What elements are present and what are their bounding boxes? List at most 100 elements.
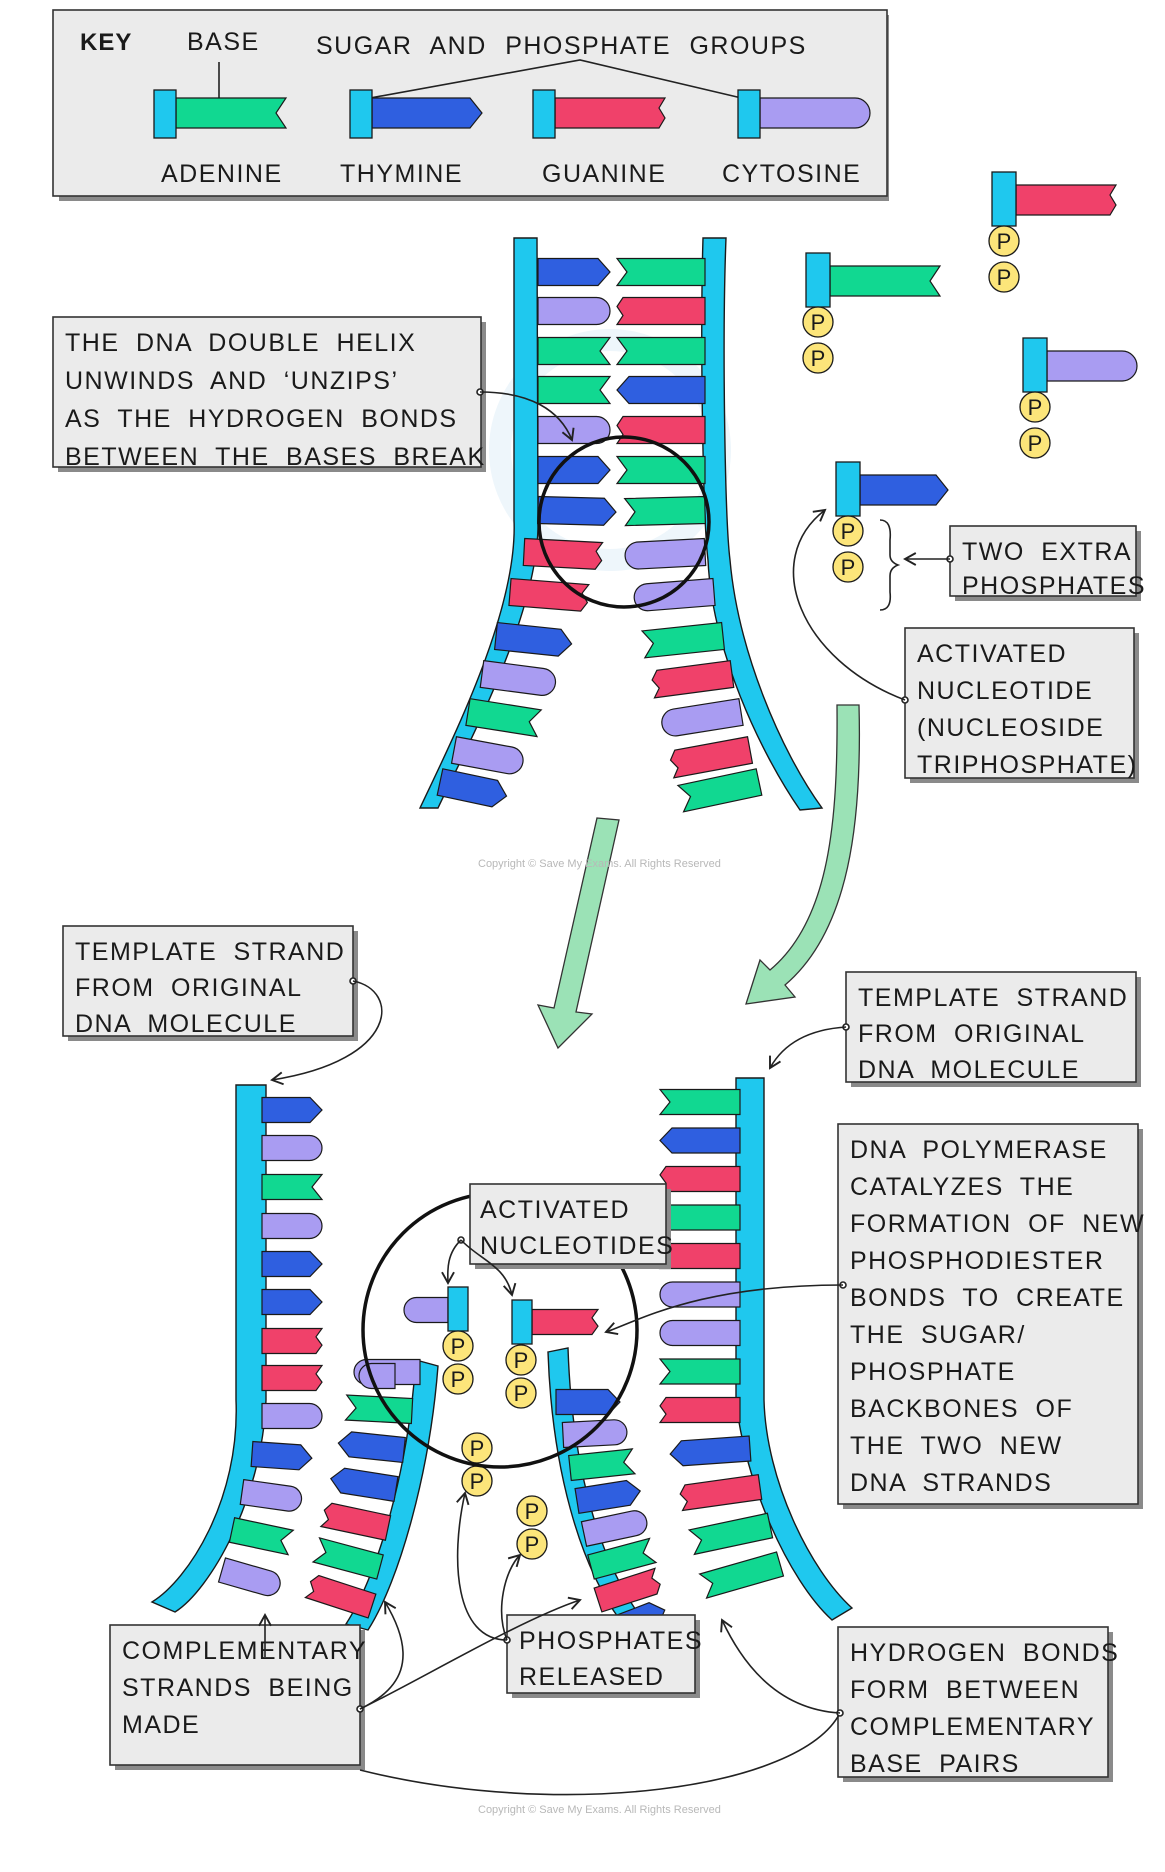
callout-template-left-line: DNA MOLECULE: [75, 1010, 297, 1038]
svg-text:P: P: [451, 1334, 466, 1359]
new-right-base: [587, 1537, 658, 1580]
template-right-base: [658, 1396, 741, 1424]
key-base-shape: [554, 97, 667, 129]
left-strand-base: [522, 537, 604, 570]
phosphate-group: P: [1019, 427, 1051, 459]
phosphate-group: P: [505, 1344, 537, 1376]
svg-text:P: P: [514, 1381, 529, 1406]
svg-text:P: P: [1028, 395, 1043, 420]
activated-thymine-nucleotide: PP: [832, 461, 949, 583]
right-strand-base: [615, 336, 706, 366]
callout-template-right-line: TEMPLATE STRAND: [858, 984, 1128, 1012]
svg-text:P: P: [811, 346, 826, 371]
template-right-base: [658, 1204, 741, 1231]
template-left-base: [261, 1402, 323, 1430]
callout-hydrogen-bonds-line: COMPLEMENTARY: [850, 1713, 1095, 1741]
right-strand-base: [651, 659, 735, 699]
callout-phosphates-released-line: PHOSPHATES: [519, 1627, 703, 1655]
svg-text:P: P: [997, 229, 1012, 254]
phosphate-group: P: [832, 551, 864, 583]
connector-lines: [258, 388, 954, 1796]
callout-hydrogen-bonds-line: HYDROGEN BONDS: [850, 1639, 1119, 1667]
left-strand-base: [537, 257, 611, 287]
callout-unwind-line: AS THE HYDROGEN BONDS: [65, 405, 458, 433]
right-strand-base: [623, 495, 706, 527]
right-strand-base: [615, 296, 706, 326]
new-left-base: [329, 1467, 399, 1503]
key-adenine-label: ADENINE: [161, 160, 283, 188]
callout-complementary-strands-line: MADE: [122, 1711, 200, 1739]
incoming-guanine-nucleotide: PP: [505, 1299, 600, 1409]
helix-right-backbone: [701, 237, 824, 811]
template-left-base: [261, 1250, 323, 1278]
callout-hydrogen-bonds-line: FORM BETWEEN: [850, 1676, 1080, 1704]
callout-dna-polymerase-line: BONDS TO CREATE: [850, 1284, 1125, 1312]
template-strand-right: [735, 1077, 854, 1621]
template-left-base: [261, 1212, 323, 1240]
key-guanine-icon: [532, 89, 667, 139]
unzipping-double-helix: [418, 237, 824, 813]
svg-text:P: P: [470, 1469, 485, 1494]
phosphate-group: P: [832, 515, 864, 547]
sugar-block: [511, 1299, 533, 1345]
new-right-base: [593, 1567, 661, 1613]
callout-complementary-strands-line: COMPLEMENTARY: [122, 1637, 367, 1665]
svg-text:P: P: [841, 555, 856, 580]
right-strand-base: [616, 375, 706, 405]
callout-activated-nucleotides-line: ACTIVATED: [480, 1196, 630, 1224]
phosphate-group: P: [516, 1528, 548, 1560]
template-left-base: [261, 1327, 324, 1355]
phosphate-group: P: [1019, 391, 1051, 423]
svg-text:P: P: [1028, 431, 1043, 456]
callout-dna-polymerase-line: THE TWO NEW: [850, 1432, 1063, 1460]
svg-text:P: P: [451, 1367, 466, 1392]
svg-text:P: P: [514, 1348, 529, 1373]
new-left-base: [319, 1502, 392, 1541]
svg-text:P: P: [470, 1436, 485, 1461]
key-cytosine-label: CYTOSINE: [722, 160, 861, 188]
sugar-block: [1022, 337, 1048, 393]
phosphate-group: P: [802, 306, 834, 338]
left-strand-base: [537, 375, 612, 405]
template-left-base: [261, 1288, 323, 1316]
key-title: KEY: [80, 29, 132, 56]
key-adenine-icon: [153, 89, 288, 139]
phosphate-group: P: [988, 261, 1020, 293]
template-right-base: [659, 1127, 741, 1154]
sugar-block: [991, 171, 1017, 227]
sugar-block: [737, 89, 761, 139]
new-left-base: [311, 1536, 384, 1580]
new-left-base: [344, 1394, 414, 1425]
new-left-base: [337, 1431, 406, 1464]
nucleotide-base: [1015, 184, 1118, 216]
callout-unwind-line: UNWINDS AND ‘UNZIPS’: [65, 367, 399, 395]
unzip-highlight-circle: [537, 435, 711, 609]
left-strand-base: [493, 621, 573, 657]
right-strand-base: [624, 537, 707, 570]
template-right-base: [658, 1358, 741, 1385]
template-right-base: [687, 1512, 774, 1556]
right-strand-base: [669, 736, 754, 779]
callout-activated-nucleotide: ACTIVATEDNUCLEOTIDE(NUCLEOSIDETRIPHOSPHA…: [904, 627, 1139, 783]
svg-text:P: P: [525, 1532, 540, 1557]
phosphate-group: P: [461, 1432, 493, 1464]
template-right-base: [659, 1319, 741, 1347]
new-right-base: [580, 1510, 648, 1547]
new-strand-left: [344, 1359, 439, 1631]
key-guanine-label: GUANINE: [542, 160, 666, 188]
callout-template-right-line: FROM ORIGINAL: [858, 1020, 1086, 1048]
svg-text:P: P: [811, 310, 826, 335]
svg-text:P: P: [841, 519, 856, 544]
callout-dna-polymerase-line: DNA POLYMERASE: [850, 1136, 1108, 1164]
callout-activated-nucleotide-line: ACTIVATED: [917, 640, 1067, 668]
new-right-base: [568, 1448, 637, 1482]
template-right-base: [658, 1088, 741, 1116]
callout-two-extra-phosphates-line: PHOSPHATES: [962, 572, 1146, 600]
callout-dna-polymerase-line: PHOSPHATE: [850, 1358, 1016, 1386]
